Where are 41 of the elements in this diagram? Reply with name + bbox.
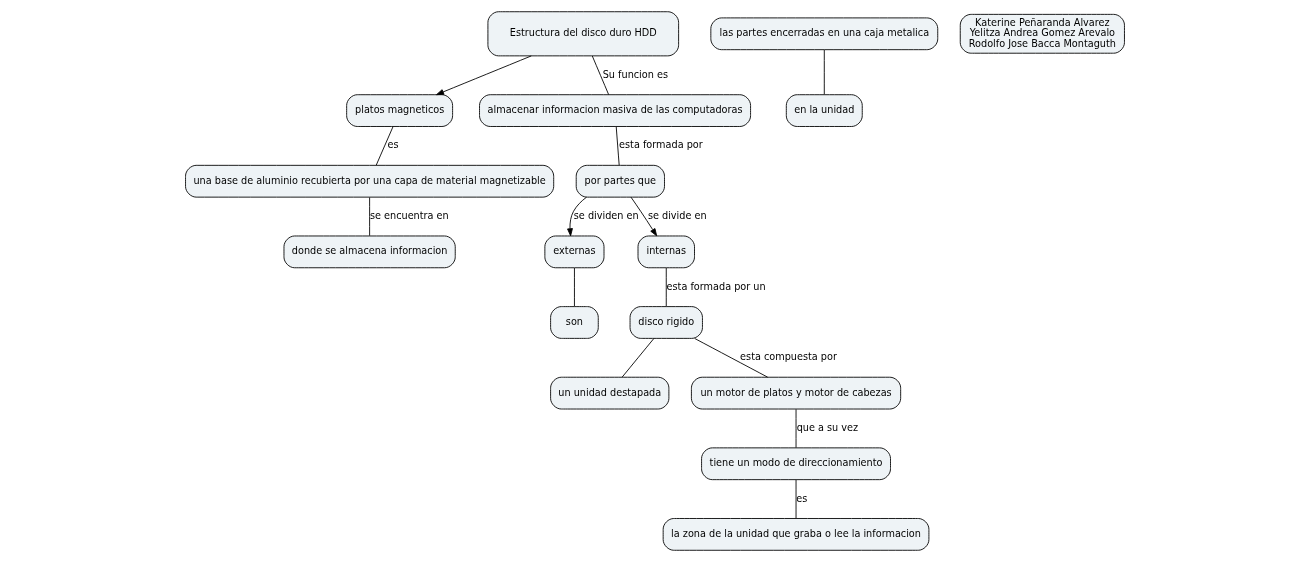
edge-label: esta formada por un	[666, 280, 766, 292]
node-box: las partes encerradas en una caja metalica	[710, 17, 939, 51]
node-box: un motor de platos y motor de cabezas	[690, 376, 902, 410]
edge-label: se dividen en	[573, 210, 639, 222]
connector	[621, 338, 655, 378]
edge-label: es	[796, 492, 808, 504]
edge-label: que a su vez	[796, 421, 859, 433]
connector	[795, 408, 797, 449]
connector	[591, 55, 610, 95]
edge-label: se divide en	[647, 210, 707, 222]
connector	[795, 479, 797, 519]
connector	[665, 267, 667, 307]
connector	[375, 126, 394, 166]
arrow	[567, 196, 588, 237]
node-box: donde se almacena informacion	[283, 235, 456, 269]
node-box: en la unidad	[785, 94, 863, 127]
edge-label: es	[387, 139, 399, 151]
node-box: externas	[544, 235, 605, 269]
connector	[823, 49, 825, 95]
connector	[369, 196, 371, 237]
node-box: un unidad destapada	[550, 376, 670, 410]
node-box: Estructura del disco duro HDD	[487, 11, 680, 57]
node-box: internas	[637, 235, 695, 269]
node-box: la zona de la unidad que graba o lee la informacion	[662, 518, 930, 551]
edge-label: se encuentra en	[369, 210, 449, 222]
node-box: una base de aluminio recubierta por una capa de material magnetizable	[185, 164, 555, 198]
node-box: almacenar informacion masiva de las computadoras	[479, 94, 751, 127]
edge-label: esta formada por	[619, 139, 703, 151]
node-box: platos magneticos	[346, 94, 454, 127]
edge-label: Su funcion es	[602, 68, 669, 80]
edge-label: esta compuesta por	[740, 351, 837, 363]
connector	[694, 338, 769, 378]
arrow	[436, 55, 532, 96]
node-box: son	[550, 306, 599, 339]
connector	[574, 267, 575, 307]
connector	[615, 126, 620, 166]
node-box: por partes que	[575, 164, 665, 198]
arrow	[630, 196, 658, 237]
node-box: tiene un modo de direccionamiento	[701, 447, 891, 481]
node-box: disco rigido	[629, 306, 703, 339]
node-box: Katerine Peñaranda Alvarez Yelitza Andrea Gomez Arevalo Rodolfo Jose Bacca Montaguth	[959, 13, 1125, 54]
